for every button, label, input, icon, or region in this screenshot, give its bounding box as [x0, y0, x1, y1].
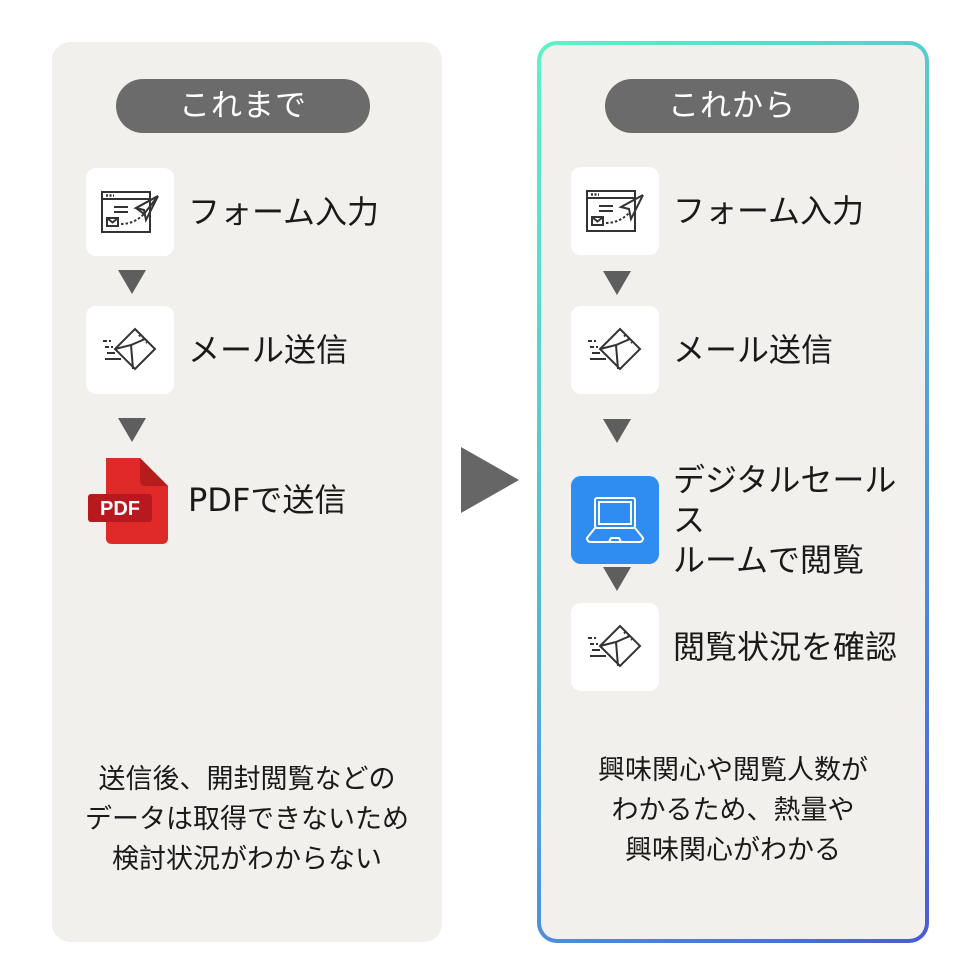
before-step-mail-label: メール送信: [188, 331, 349, 369]
down-arrow-icon: [603, 567, 631, 591]
down-arrow-icon: [603, 271, 631, 295]
after-heading: これから: [605, 79, 859, 133]
after-panel-border: これから フォーム入力: [537, 41, 929, 943]
after-note: 興味関心や閲覧人数が わかるため、熱量や 興味関心がわかる: [598, 755, 868, 866]
before-note: 送信後、開封閲覧などの データは取得できないため 検討状況がわからない: [85, 764, 409, 875]
after-step-form: フォーム入力: [571, 167, 864, 255]
after-step-dsr: デジタルセールス ルームで閲覧: [571, 460, 925, 580]
before-step-form: フォーム入力: [86, 168, 379, 256]
after-step-form-label: フォーム入力: [673, 192, 865, 230]
after-step-mail: メール送信: [571, 306, 833, 394]
form-send-icon: [86, 168, 174, 256]
form-send-icon: [571, 167, 659, 255]
after-step-check: 閲覧状況を確認: [571, 603, 897, 691]
before-step-pdf-label: PDFで送信: [188, 481, 347, 519]
down-arrow-icon: [118, 418, 146, 442]
mail-send-icon: [571, 306, 659, 394]
pdf-badge-text: PDF: [100, 498, 140, 520]
mail-send-icon: [571, 603, 659, 691]
after-step-mail-label: メール送信: [673, 331, 834, 369]
after-panel: これから フォーム入力: [541, 45, 925, 939]
down-arrow-icon: [118, 270, 146, 294]
mail-send-icon: [86, 306, 174, 394]
after-step-dsr-label: デジタルセールス ルームで閲覧: [673, 461, 897, 579]
transition-arrow-icon: [461, 447, 519, 513]
before-panel: これまで フォーム入力: [52, 42, 442, 942]
pdf-file-icon: PDF: [86, 456, 174, 544]
before-heading: これまで: [116, 79, 370, 133]
after-step-check-label: 閲覧状況を確認: [673, 628, 898, 666]
before-step-mail: メール送信: [86, 306, 348, 394]
laptop-icon: [571, 476, 659, 564]
before-step-form-label: フォーム入力: [188, 193, 380, 231]
down-arrow-icon: [603, 419, 631, 443]
before-step-pdf: PDF PDFで送信: [86, 456, 346, 544]
